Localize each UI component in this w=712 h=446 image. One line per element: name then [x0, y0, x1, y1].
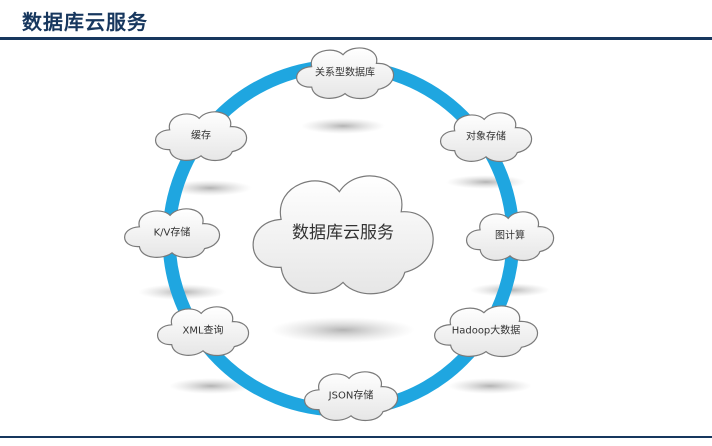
cloud-shadow — [448, 378, 532, 394]
center-cloud-shape-group: 数据库云服务 — [252, 175, 434, 295]
service-cloud-shape — [124, 208, 221, 259]
header: 数据库云服务 — [0, 0, 712, 40]
service-cloud-label: 对象存储 — [466, 130, 506, 143]
cloud-shadow — [168, 180, 252, 196]
service-cloud-shape — [434, 305, 539, 358]
page-title: 数据库云服务 — [22, 10, 148, 34]
service-cloud: K/V存储 — [124, 208, 221, 259]
service-cloud-shape — [465, 211, 555, 262]
cloud-shadow — [169, 378, 253, 394]
center-cloud-shape-group-label: 数据库云服务 — [292, 223, 394, 243]
center-cloud: 数据库云服务 — [252, 175, 434, 295]
title-underline — [0, 37, 712, 40]
service-cloud-shape — [296, 47, 395, 100]
cloud-shadow — [271, 317, 415, 343]
service-cloud-label: 缓存 — [191, 129, 211, 142]
service-cloud-shape — [154, 111, 248, 162]
service-cloud-shape — [303, 371, 399, 422]
service-cloud-label: K/V存储 — [154, 226, 191, 239]
service-cloud: 缓存 — [154, 111, 248, 162]
service-cloud-label: JSON存储 — [328, 389, 374, 402]
service-cloud-label: 图计算 — [495, 229, 525, 242]
service-cloud: XML查询 — [156, 306, 250, 357]
service-cloud-shape — [156, 306, 250, 357]
service-cloud: Hadoop大数据 — [434, 305, 539, 358]
service-cloud: 图计算 — [465, 211, 555, 262]
service-cloud: 关系型数据库 — [296, 47, 395, 100]
cloud-shadow — [446, 175, 526, 189]
service-cloud-label: XML查询 — [182, 324, 223, 337]
bottom-rule — [0, 436, 712, 438]
cloud-shadow — [301, 118, 385, 134]
service-cloud: JSON存储 — [303, 371, 399, 422]
service-cloud-shape — [439, 112, 533, 163]
service-cloud: 对象存储 — [439, 112, 533, 163]
service-cloud-label: Hadoop大数据 — [452, 324, 521, 337]
service-cloud-label: 关系型数据库 — [315, 66, 375, 79]
center-cloud-shape-group-shape — [252, 175, 434, 295]
